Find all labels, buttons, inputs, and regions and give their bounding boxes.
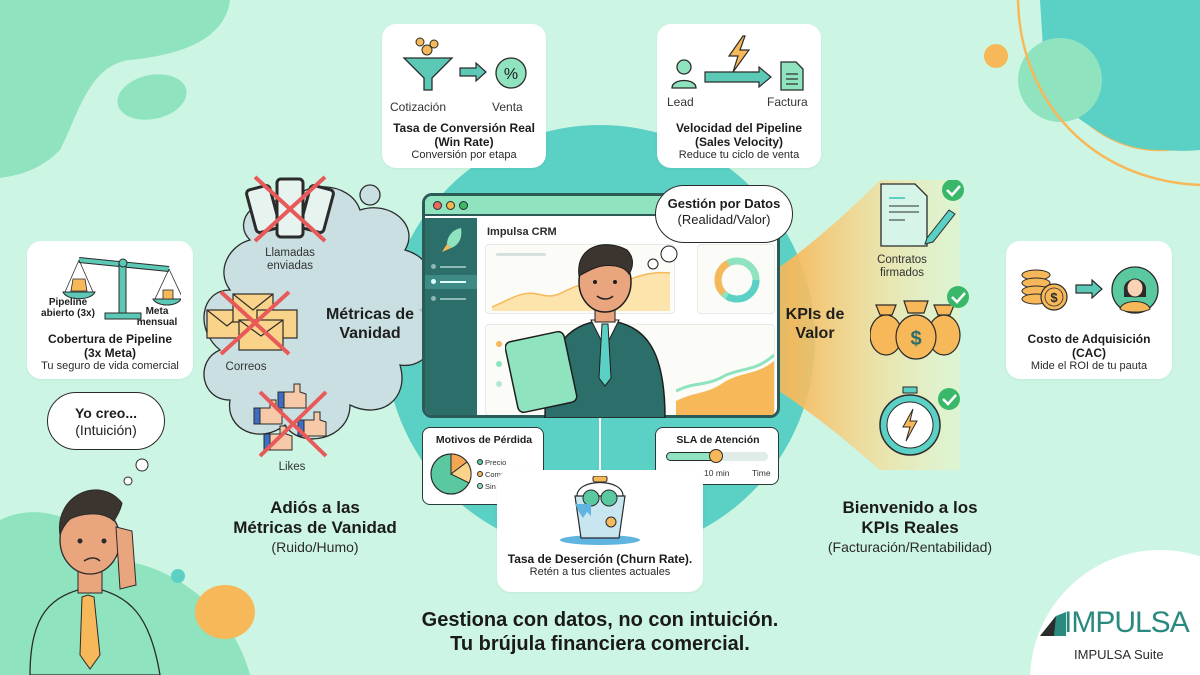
card-subtitle: Tu seguro de vida comercial	[41, 360, 179, 372]
kpi-item-label: Contratos	[877, 254, 927, 266]
customer-avatar-icon	[1111, 266, 1159, 314]
card-title: Tasa de Conversión Real	[393, 121, 535, 135]
window-close-dot[interactable]	[433, 201, 442, 210]
win-rate-card: % Cotización Venta Tasa de Conversión Re…	[382, 24, 546, 168]
area-chart-bottom	[676, 353, 774, 415]
pie-chart	[430, 453, 472, 495]
card-subtitle: Mide el ROI de tu pauta	[1030, 360, 1148, 372]
data-thought-bubble: Gestión por Datos (Realidad/Valor)	[655, 185, 793, 243]
phones-icon	[245, 175, 335, 243]
right-heading-line1: Bienvenido a los	[842, 498, 978, 517]
user-icon	[671, 59, 697, 89]
legend-item: Precio	[477, 457, 534, 469]
coins-icon: $	[1021, 269, 1068, 311]
thumbs-up-icon	[253, 383, 328, 458]
vanity-item-label: Likes	[278, 461, 306, 473]
left-pan-label-2: abierto (3x)	[41, 308, 95, 319]
impulsa-logo-mark	[1040, 612, 1066, 636]
businessman-illustration	[505, 244, 678, 418]
leaky-bucket-icon	[560, 476, 640, 545]
card-subtitle: Retén a tus clientes actuales	[529, 566, 671, 578]
right-pan-label: Meta	[145, 306, 169, 317]
card-title-2: (CAC)	[1072, 346, 1106, 360]
envelopes-icon	[206, 290, 298, 356]
from-label: Cotización	[390, 100, 447, 114]
crm-sidebar	[425, 218, 477, 415]
card-title: Costo de Adquisición	[1027, 332, 1151, 346]
left-heading-sub: (Ruido/Humo)	[271, 539, 359, 555]
window-maximize-dot[interactable]	[459, 201, 468, 210]
kpi-beam-title: KPIs de	[785, 306, 845, 323]
to-label: Factura	[767, 95, 808, 109]
pipeline-coverage-card: Pipeline abierto (3x) Meta mensual Cober…	[27, 241, 193, 379]
churn-card: Tasa de Deserción (Churn Rate). Retén a …	[497, 470, 703, 592]
left-pan-label: Pipeline	[48, 297, 88, 308]
donut-panel	[697, 244, 775, 314]
sla-center-label: 10 min	[704, 468, 730, 478]
intuition-title: Yo creo...	[75, 405, 137, 421]
left-heading-line1: Adiós a las	[270, 498, 360, 517]
right-heading-sub: (Facturación/Rentabilidad)	[827, 539, 993, 555]
window-minimize-dot[interactable]	[446, 201, 455, 210]
vanity-cloud-title: Métricas de	[325, 306, 415, 323]
cac-card: $ Costo de Adquisición (CAC) Mide el ROI…	[1006, 241, 1172, 379]
card-subtitle: Reduce tu ciclo de venta	[678, 149, 800, 161]
card-title-2: (Sales Velocity)	[694, 135, 784, 149]
card-title: Velocidad del Pipeline	[675, 121, 803, 135]
card-title: Cobertura de Pipeline	[47, 332, 173, 346]
vanity-item-label-2: enviadas	[266, 260, 314, 272]
balance-scale-icon	[62, 257, 181, 320]
sidebar-item[interactable]	[431, 295, 473, 303]
sidebar-item-active[interactable]	[425, 275, 477, 289]
thought-title: Gestión por Datos	[667, 196, 781, 211]
card-title-2: (3x Meta)	[83, 346, 136, 360]
brand-suite-text: IMPULSA Suite	[1074, 647, 1164, 662]
arrow-right-icon	[704, 66, 772, 88]
sales-velocity-card: Lead Factura Velocidad del Pipeline (Sal…	[657, 24, 821, 168]
sla-right-label: Time	[752, 468, 771, 478]
rocket-icon	[442, 228, 462, 252]
vanity-item-label: Correos	[225, 361, 267, 373]
kpi-item-label-2: firmados	[879, 267, 925, 279]
sla-slider-thumb[interactable]	[709, 449, 723, 463]
right-pan-label-2: mensual	[136, 317, 178, 328]
lightning-icon	[727, 35, 751, 73]
confused-man-illustration	[29, 458, 161, 675]
vanity-item-label: Llamadas	[265, 247, 315, 259]
tagline-line1: Gestiona con datos, no con intuición.	[421, 609, 779, 631]
to-label: Venta	[492, 100, 523, 114]
contract-icon	[880, 180, 964, 247]
card-subtitle: Conversión por etapa	[411, 149, 517, 161]
donut-chart	[714, 257, 760, 303]
svg-text:$: $	[1050, 290, 1058, 305]
document-icon	[780, 61, 804, 91]
sla-card: SLA de Atención Time 10 min Time	[655, 427, 779, 485]
svg-text:%: %	[504, 66, 518, 83]
kpi-beam-title-2: Valor	[795, 325, 835, 342]
crm-app-title: Impulsa CRM	[487, 226, 557, 238]
sidebar-item[interactable]	[431, 263, 473, 271]
left-heading-line2: Métricas de Vanidad	[233, 518, 397, 537]
card-title: Tasa de Deserción (Churn Rate).	[507, 552, 693, 566]
money-bags-icon: $	[870, 286, 969, 360]
intuition-thought-bubble: Yo creo... (Intuición)	[47, 392, 165, 450]
tagline-line2: Tu brújula financiera comercial.	[450, 633, 750, 655]
stopwatch-icon	[879, 386, 960, 456]
arrow-right-icon	[459, 62, 487, 82]
brand-logo-text: IMPULSA	[1064, 606, 1190, 639]
card-title-2: (Win Rate)	[434, 135, 494, 149]
vanity-cloud-title-2: Vanidad	[339, 325, 401, 342]
thought-subtitle: (Realidad/Valor)	[677, 212, 771, 227]
loss-reasons-title: Motivos de Pérdida	[435, 434, 533, 446]
sla-title: SLA de Atención	[676, 434, 760, 446]
intuition-subtitle: (Intuición)	[75, 422, 137, 438]
arrow-right-icon	[1075, 279, 1103, 299]
percent-icon: %	[495, 57, 527, 89]
svg-text:$: $	[910, 328, 921, 350]
right-heading-line2: KPIs Reales	[861, 518, 959, 537]
connector-line	[599, 418, 601, 470]
from-label: Lead	[667, 95, 694, 109]
funnel-icon	[402, 37, 454, 91]
